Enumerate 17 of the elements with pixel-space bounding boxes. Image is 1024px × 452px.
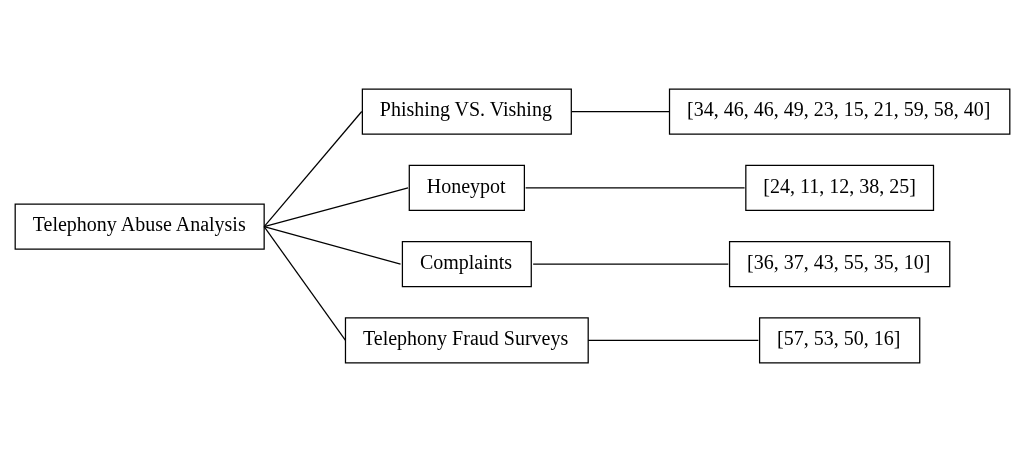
- connector: [532, 263, 729, 265]
- node-box: [57, 53, 50, 16]: [758, 317, 920, 364]
- node-box: Telephony Abuse Analysis: [14, 203, 265, 250]
- connector: [263, 226, 346, 342]
- node-box: Telephony Fraud Surveys: [344, 317, 589, 364]
- connector: [570, 110, 670, 113]
- connector: [587, 339, 759, 342]
- node-box: Honeypot: [408, 164, 525, 211]
- connector: [263, 187, 409, 228]
- node-box: [24, 11, 12, 38, 25]: [744, 164, 934, 211]
- node-box: [34, 46, 46, 49, 23, 15, 21, 59, 58, 40]: [668, 88, 1010, 135]
- node-box: [36, 37, 43, 55, 35, 10]: [728, 241, 950, 288]
- connector: [263, 226, 401, 265]
- node-box: Phishing VS. Vishing: [361, 88, 572, 135]
- node-box: Complaints: [401, 241, 532, 288]
- connector: [263, 110, 362, 228]
- connector: [524, 187, 745, 189]
